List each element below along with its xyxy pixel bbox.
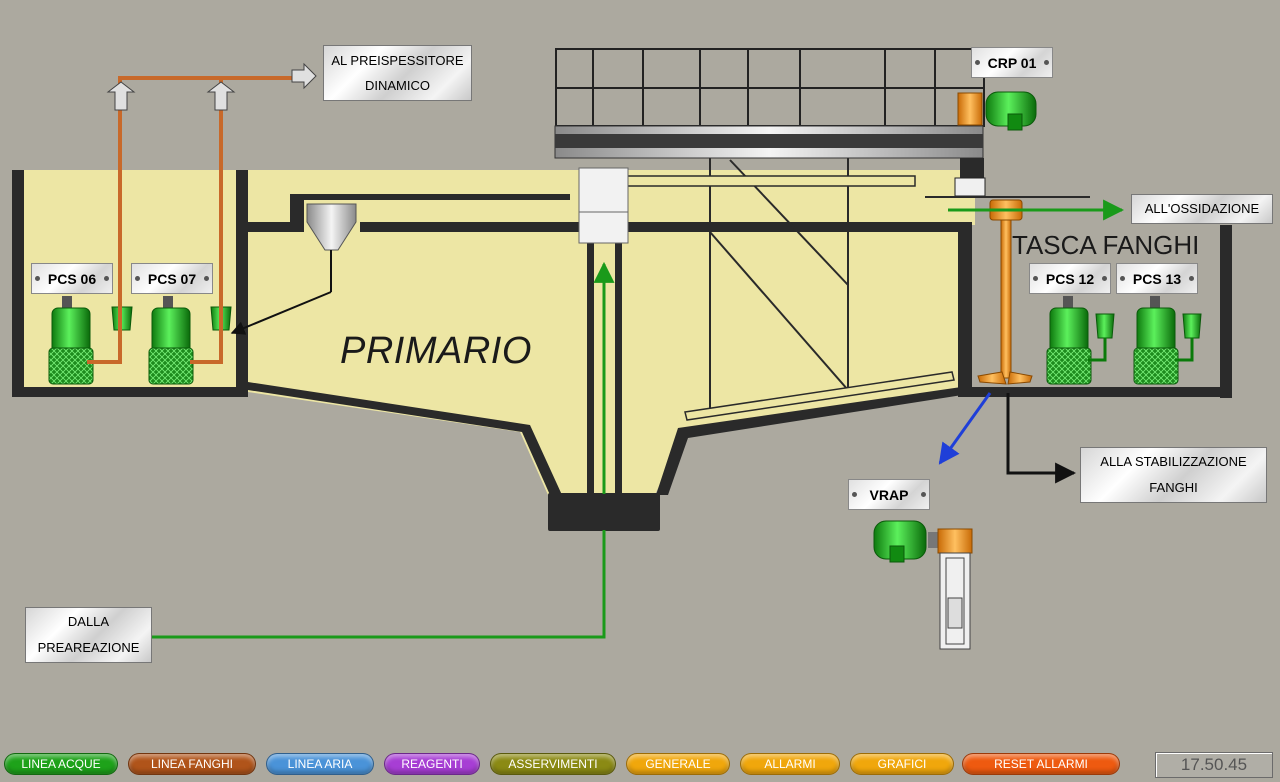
dest-stabilizzazione-line2: FANGHI xyxy=(1149,480,1198,495)
sludge-pipe xyxy=(87,62,317,364)
primary-clarifier xyxy=(248,158,975,531)
sludge-pocket-title: TASCA FANGHI xyxy=(1012,230,1200,260)
tag-vrap-label: VRAP xyxy=(869,486,909,503)
nav-linea-acque-button[interactable]: LINEA ACQUE xyxy=(4,753,118,775)
tag-crp01-pin-right xyxy=(1044,59,1049,65)
pump-pcs06[interactable] xyxy=(48,296,133,385)
pump-pcs12[interactable] xyxy=(1046,296,1115,385)
tag-vrap-pin-right xyxy=(921,491,926,497)
clock-display: 17.50.45 xyxy=(1155,752,1273,778)
nav-reagenti-button[interactable]: REAGENTI xyxy=(384,753,480,775)
source-prereazione-line1: DALLA xyxy=(67,614,110,629)
nav-allarmi-button[interactable]: ALLARMI xyxy=(740,753,840,775)
tag-vrap[interactable]: VRAP xyxy=(848,479,930,510)
tag-pcs13[interactable]: PCS 13 xyxy=(1116,263,1198,294)
nav-linea-aria-button[interactable]: LINEA ARIA xyxy=(266,753,374,775)
dest-preispessitore-line1: AL PREISPESSITORE xyxy=(331,53,464,68)
tag-pcs12-pin-right xyxy=(1102,275,1107,281)
tag-pcs07-label: PCS 07 xyxy=(147,270,197,287)
tag-crp01-pin-left xyxy=(975,59,980,65)
tag-pcs06-pin-left xyxy=(35,275,40,281)
scum-hopper xyxy=(230,203,357,335)
water-lines xyxy=(152,199,1125,639)
nav-grafici-button[interactable]: GRAFICI xyxy=(850,753,954,775)
source-prereazione[interactable]: DALLA PREAREAZIONE xyxy=(25,607,152,663)
dest-preispessitore-line2: DINAMICO xyxy=(365,78,430,93)
dest-ossidazione[interactable]: ALL'OSSIDAZIONE xyxy=(1131,194,1273,224)
nav-linea-fanghi-button[interactable]: LINEA FANGHI xyxy=(128,753,256,775)
scraper-bridge xyxy=(554,48,986,244)
tag-pcs13-pin-left xyxy=(1120,275,1125,281)
tag-pcs13-pin-right xyxy=(1189,275,1194,281)
pocket-outlets xyxy=(925,196,1090,484)
source-prereazione-line2: PREAREAZIONE xyxy=(37,640,140,655)
tag-pcs12-label: PCS 12 xyxy=(1045,270,1095,287)
dest-preispessitore[interactable]: AL PREISPESSITORE DINAMICO xyxy=(323,45,472,101)
tag-pcs06[interactable]: PCS 06 xyxy=(31,263,113,294)
vrap-valve[interactable] xyxy=(873,520,973,650)
tag-pcs13-label: PCS 13 xyxy=(1132,270,1182,287)
tag-pcs07[interactable]: PCS 07 xyxy=(131,263,213,294)
nav-generale-button[interactable]: GENERALE xyxy=(626,753,730,775)
pump-pcs07[interactable] xyxy=(148,296,232,385)
tag-vrap-pin-left xyxy=(852,491,857,497)
dest-stabilizzazione[interactable]: ALLA STABILIZZAZIONE FANGHI xyxy=(1080,447,1267,503)
dest-stabilizzazione-line1: ALLA STABILIZZAZIONE xyxy=(1100,454,1247,469)
tag-pcs12[interactable]: PCS 12 xyxy=(1029,263,1111,294)
tag-pcs07-pin-left xyxy=(135,275,140,281)
nav-reset-allarmi-button[interactable]: RESET ALLARMI xyxy=(962,753,1120,775)
tag-pcs06-pin-right xyxy=(104,275,109,281)
primary-tank-title: PRIMARIO xyxy=(340,330,532,372)
tag-pcs07-pin-right xyxy=(204,275,209,281)
tag-crp01-label: CRP 01 xyxy=(987,54,1037,71)
pump-pcs13[interactable] xyxy=(1133,296,1202,385)
crp01-motor[interactable] xyxy=(957,91,1037,131)
tag-crp01[interactable]: CRP 01 xyxy=(971,47,1053,78)
nav-asservimenti-button[interactable]: ASSERVIMENTI xyxy=(490,753,616,775)
tag-pcs06-label: PCS 06 xyxy=(47,270,97,287)
tag-pcs12-pin-left xyxy=(1033,275,1038,281)
sludge-pocket xyxy=(958,225,1232,398)
